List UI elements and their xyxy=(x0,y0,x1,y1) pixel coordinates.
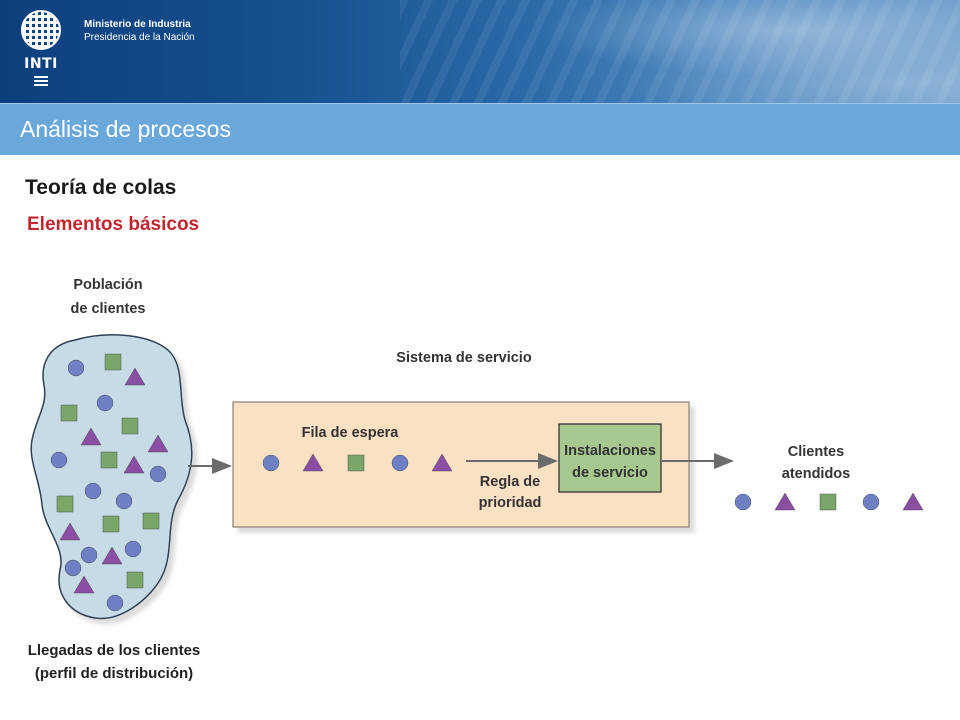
population-circle-shape xyxy=(115,492,133,510)
logo-text: INTI xyxy=(24,56,58,72)
population-triangle-shape xyxy=(80,427,102,446)
population-triangle-shape xyxy=(147,434,169,453)
population-circle-shape xyxy=(67,359,85,377)
population-triangle-shape xyxy=(123,455,145,474)
population-square-shape xyxy=(56,495,74,513)
population-square-shape xyxy=(142,512,160,530)
title-bar: Análisis de procesos xyxy=(0,103,960,155)
section-heading: Teoría de colas xyxy=(25,176,177,199)
queue-circle-shape xyxy=(391,454,409,472)
header-decoration xyxy=(400,0,960,103)
population-square-shape xyxy=(104,353,122,371)
served-triangle-shape xyxy=(774,492,796,511)
served-circle-shape xyxy=(862,493,880,511)
queue-circle-shape xyxy=(262,454,280,472)
section-subheading: Elementos básicos xyxy=(27,214,200,235)
priority-label-1: Regla de xyxy=(480,474,540,490)
ministry-line-2: Presidencia de la Nación xyxy=(84,32,195,43)
logo-bars-icon xyxy=(34,74,48,86)
served-circle-shape xyxy=(734,493,752,511)
population-square-shape xyxy=(121,417,139,435)
service-facility-box xyxy=(558,423,662,493)
population-circle-shape xyxy=(106,594,124,612)
header-banner: INTI Ministerio de Industria Presidencia… xyxy=(0,0,960,103)
population-square-shape xyxy=(102,515,120,533)
population-circle-shape xyxy=(84,482,102,500)
population-circle-shape xyxy=(149,465,167,483)
system-label: Sistema de servicio xyxy=(396,350,532,366)
population-label-2: de clientes xyxy=(71,301,146,317)
population-circle-shape xyxy=(96,394,114,412)
ministry-label: Ministerio de Industria Presidencia de l… xyxy=(84,18,195,44)
service-label-1: Instalaciones xyxy=(564,443,656,459)
population-triangle-shape xyxy=(59,522,81,541)
population-circle-shape xyxy=(64,559,82,577)
population-square-shape xyxy=(100,451,118,469)
population-square-shape xyxy=(126,571,144,589)
served-square-shape xyxy=(819,493,837,511)
served-triangle-shape xyxy=(902,492,924,511)
population-square-shape xyxy=(60,404,78,422)
population-triangle-shape xyxy=(101,546,123,565)
queue-square-shape xyxy=(347,454,365,472)
queue-triangle-shape xyxy=(431,453,453,472)
served-label-1: Clientes xyxy=(788,444,844,460)
population-circle-shape xyxy=(124,540,142,558)
arrivals-label-2: (perfil de distribución) xyxy=(35,665,193,682)
arrivals-label-1: Llegadas de los clientes xyxy=(28,642,201,659)
customer-population-blob xyxy=(30,334,193,620)
customer-shapes xyxy=(50,353,924,612)
queue-label: Fila de espera xyxy=(302,425,400,441)
ministry-line-1: Ministerio de Industria xyxy=(84,19,191,30)
service-label-2: de servicio xyxy=(572,465,648,481)
population-triangle-shape xyxy=(124,367,146,386)
inti-logo: INTI xyxy=(16,10,66,90)
population-circle-shape xyxy=(50,451,68,469)
population-triangle-shape xyxy=(73,575,95,594)
priority-label-2: prioridad xyxy=(479,495,542,511)
logo-grid-icon xyxy=(21,10,61,50)
population-label-1: Población xyxy=(73,277,142,293)
population-circle-shape xyxy=(80,546,98,564)
queue-triangle-shape xyxy=(302,453,324,472)
served-label-2: atendidos xyxy=(782,466,850,482)
page-title: Análisis de procesos xyxy=(20,116,231,142)
